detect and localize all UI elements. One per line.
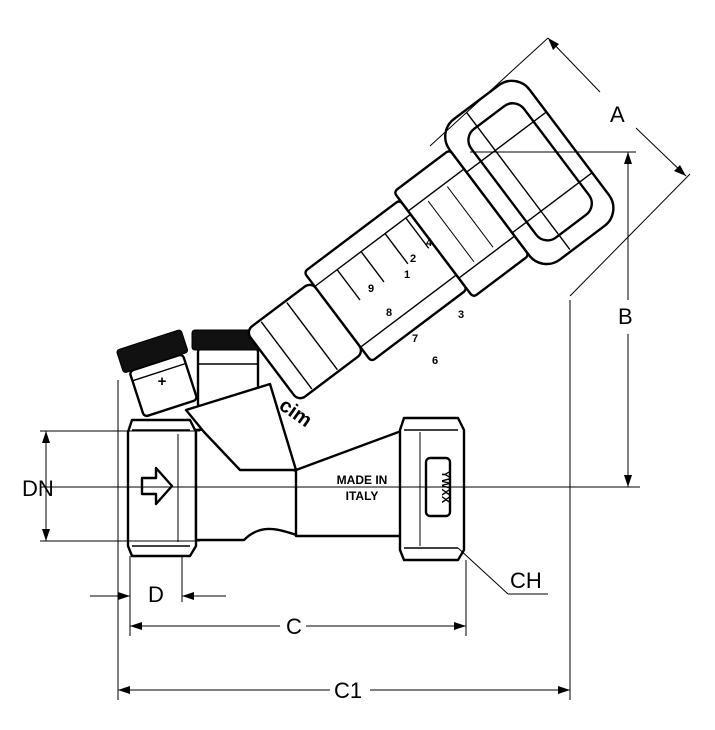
dim-label-DN: DN [22,476,54,501]
scale-number-9: 9 [368,283,374,295]
center-lines [40,430,640,542]
dim-label-A: A [610,102,625,127]
plus-mark: + [158,373,167,390]
valve-body: YWXX MADE IN ITALY [126,416,466,562]
scale-small-1: 1 [404,269,410,281]
scale-number-7: 7 [412,333,418,345]
flow-arrow-icon [140,466,174,506]
bonnet-assembly [247,79,615,400]
scale-number-6: 6 [432,355,438,367]
scale-small-4: 4 [426,237,433,249]
dim-label-B: B [618,304,633,329]
scale-small-2: 2 [410,253,416,265]
scale-number-8: 8 [386,307,392,319]
dim-label-D: D [148,582,164,607]
dim-label-C: C [286,614,302,639]
made-in-line2: ITALY [346,489,379,503]
dim-label-C1: C1 [334,678,362,703]
dim-label-CH: CH [510,568,542,593]
dimension-lines [42,37,691,700]
made-in-line1: MADE IN [337,473,388,487]
scale-small-3: 3 [458,309,464,321]
test-ports: + [116,329,298,472]
